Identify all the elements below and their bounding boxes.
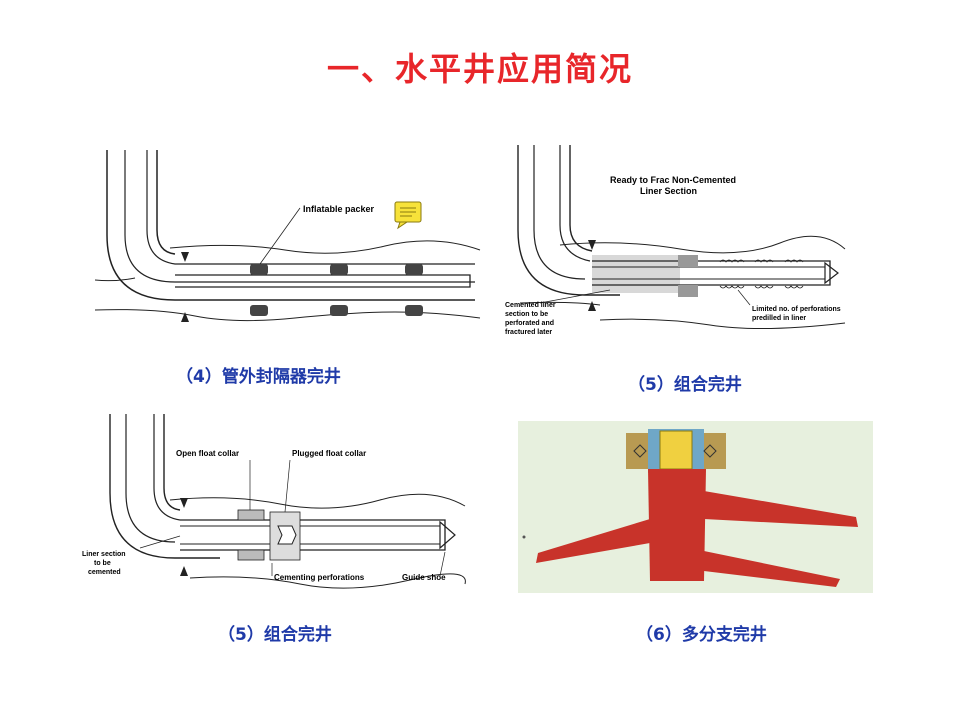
- label-open-float-collar: Open float collar: [176, 449, 239, 458]
- diagram-combined-completion-b: Open float collar Plugged float collar L…: [80, 408, 480, 608]
- label-cementing-perforations: Cementing perforations: [274, 573, 365, 582]
- page-title: 一、水平井应用简况: [326, 50, 633, 88]
- label-inflatable-packer: Inflatable packer: [303, 204, 375, 214]
- label-guide-shoe: Guide shoe: [402, 573, 446, 582]
- label-liner-section-line-3: cemented: [88, 569, 121, 576]
- label-limited-perforations-1: Limited no. of perforations: [752, 306, 841, 313]
- label-cemented-line-2: section to be: [505, 311, 548, 318]
- diagram-combined-completion-a: Ready to Frac Non-Cemented Liner Section…: [500, 145, 870, 360]
- caption-panel-4: （4）管外封隔器完井: [176, 367, 341, 387]
- diagram-multilateral-completion: [518, 421, 873, 593]
- caption-panel-6: （6）多分支完井: [636, 625, 767, 645]
- label-ready-to-frac: Ready to Frac Non-Cemented: [610, 175, 736, 185]
- caption-panel-5b: （5）组合完井: [218, 625, 332, 645]
- label-limited-perforations-2: predilled in liner: [752, 315, 806, 322]
- label-cemented-line-1: Cemented liner: [505, 302, 556, 309]
- comment-note-icon[interactable]: [394, 201, 422, 230]
- label-liner-section-line-1: Liner section: [82, 551, 126, 558]
- caption-panel-5a: （5）组合完井: [628, 375, 742, 395]
- label-plugged-float-collar: Plugged float collar: [292, 449, 366, 458]
- label-cemented-line-3: perforated and: [505, 320, 554, 327]
- label-cemented-line-4: fractured later: [505, 329, 552, 336]
- label-liner-section: Liner Section: [640, 186, 697, 196]
- diagram-packer-completion: Inflatable packer: [95, 150, 485, 350]
- label-liner-section-line-2: to be: [94, 560, 111, 567]
